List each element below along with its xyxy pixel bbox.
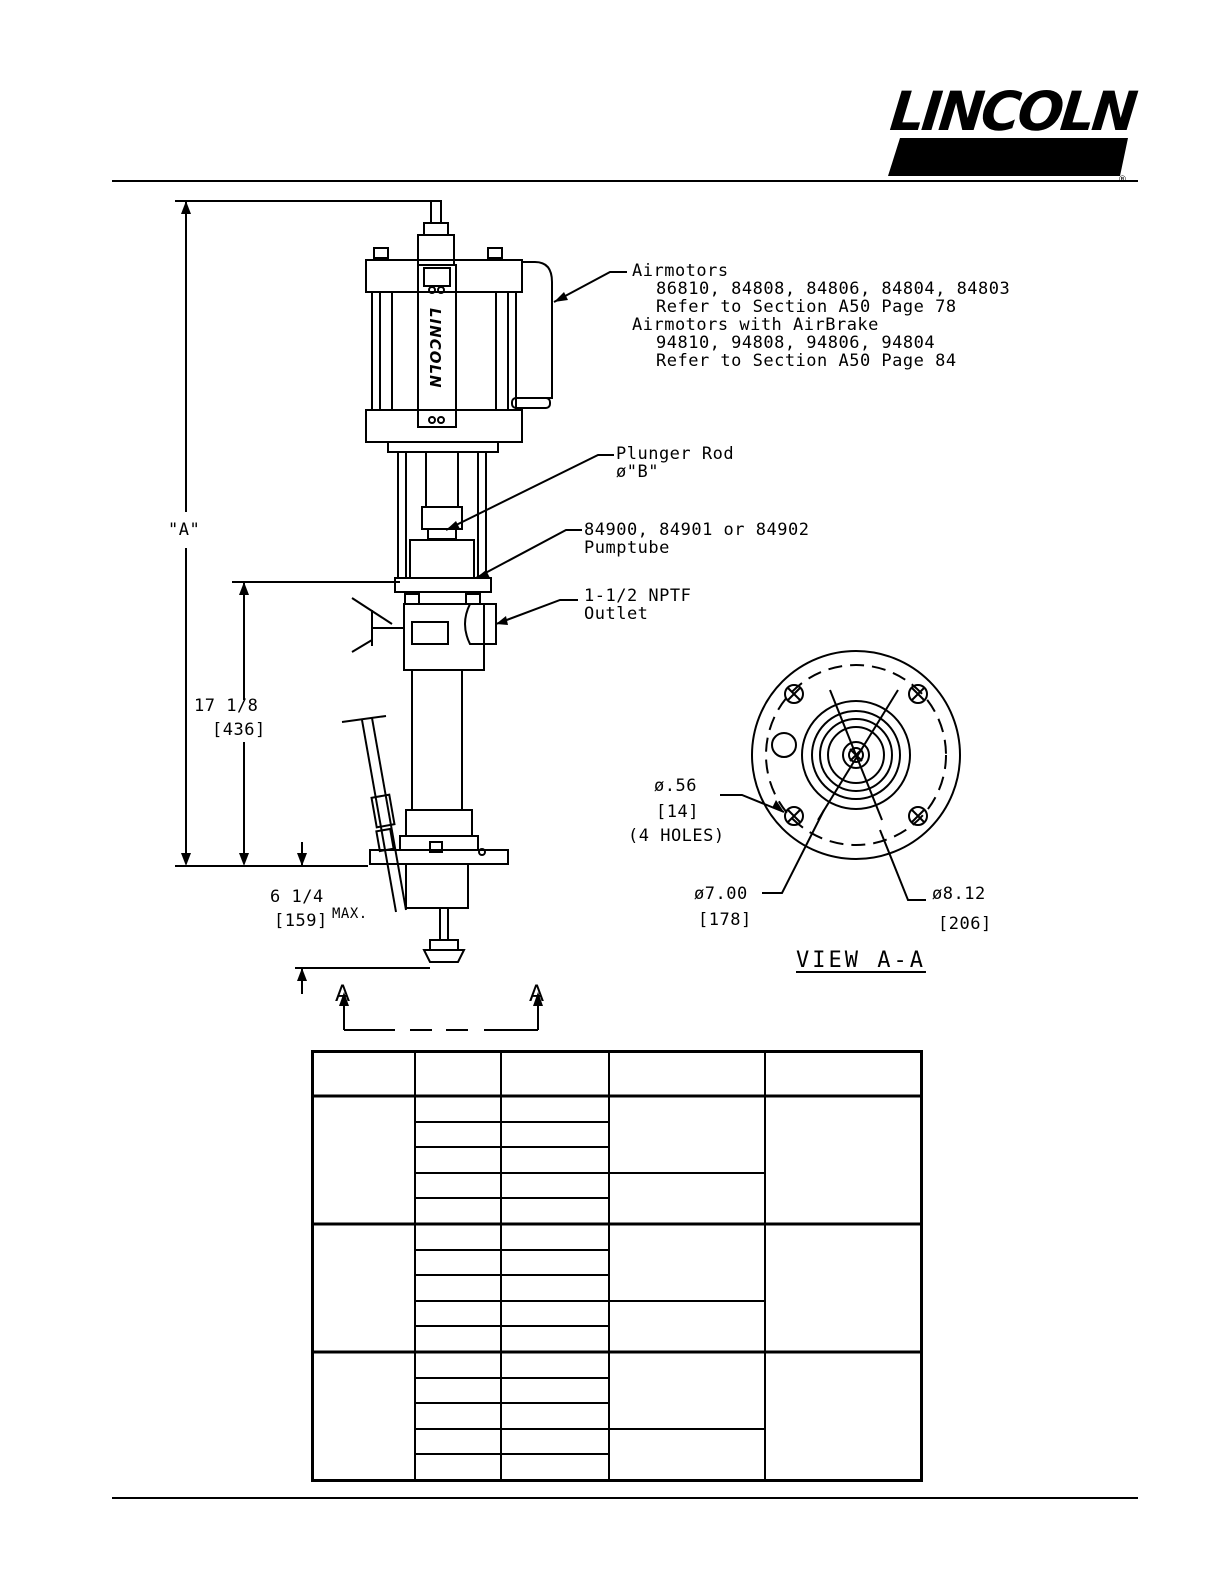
lincoln-logo: LINCOLN ® [887,80,1140,185]
airbrake-models: 94810, 94808, 94806, 94804 [656,333,936,353]
immersion-max-note: MAX. [332,906,368,922]
view-a-a-title: VIEW A-A [796,948,926,973]
section-marker-left: A [335,982,351,1007]
immersion-inches: 6 1/4 [270,887,324,907]
svg-text:LINCOLN: LINCOLN [888,80,1140,143]
motor-label: LINCOLN [426,308,444,389]
airmotors-reference: Refer to Section A50 Page 78 [656,297,957,317]
flange-diameter-mm: [206] [938,914,992,934]
spec-table [311,1050,923,1482]
hole-count: (4 HOLES) [628,826,725,846]
hole-diameter: ø.56 [654,776,697,796]
airmotors-heading: Airmotors [632,261,729,281]
hole-diameter-mm: [14] [656,802,699,822]
height-mm: [436] [212,720,266,740]
airbrake-reference: Refer to Section A50 Page 84 [656,351,957,371]
bolt-circle-mm: [178] [698,910,752,930]
pumptube-label: Pumptube [584,538,670,558]
height-inches: 17 1/8 [194,696,259,716]
overall-dimension-a: "A" [168,520,201,540]
outlet-label: Outlet [584,604,649,624]
plunger-rod-label: Plunger Rod [616,444,735,464]
immersion-mm: [159] [274,911,328,931]
pumptube-models: 84900, 84901 or 84902 [584,520,810,540]
header-rule [112,180,1138,182]
table-border [311,1050,923,1482]
airbrake-heading: Airmotors with AirBrake [632,315,879,335]
outlet-size: 1-1/2 NPTF [584,586,692,606]
airmotors-models: 86810, 84808, 84806, 84804, 84803 [656,279,1011,299]
plunger-rod-diameter: ø"B" [616,462,659,482]
section-marker-right: A [529,982,545,1007]
flange-diameter: ø8.12 [932,884,986,904]
footer-rule [112,1497,1138,1499]
bolt-circle-diameter: ø7.00 [694,884,748,904]
svg-text:®: ® [1118,175,1127,184]
